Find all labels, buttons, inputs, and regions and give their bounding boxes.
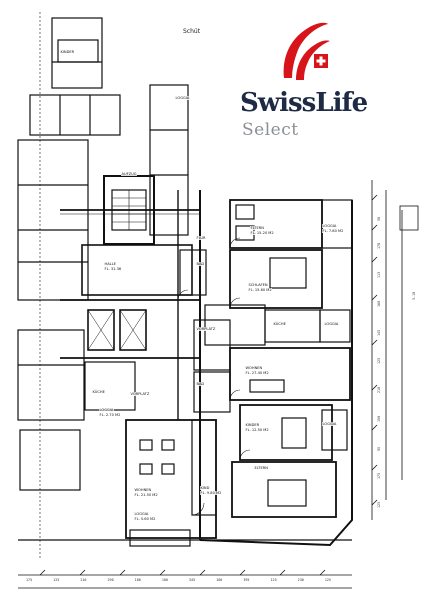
room-area-loggia-right: FL. 7.80 M2 [322,229,344,233]
room-area-kinder-right: FL. 12.50 M2 [245,428,270,432]
dimension-bottom-value: 125 [53,578,60,582]
room-label-aufzug: AUFZUG [121,172,138,176]
handwritten-note: Schüt [183,28,201,35]
room-area-eltern: FL. 15.20 M2 [250,231,275,235]
room-label-wohnen-right: WOHNEN [245,366,263,370]
dimension-right-value: 175 [377,473,381,480]
room-label-loggia-right: LOGGIA [322,224,337,228]
room-label-vorplatz: VORPLATZ [196,327,216,331]
room-label-kueche-left: KÜCHE [92,390,106,394]
room-label-kind: KIND [200,486,210,490]
dimension-right-value: 160 [377,300,381,307]
dimension-bottom-value: 160 [216,578,223,582]
dimension-bottom-value: 100 [161,578,168,582]
dimension-right-value: 113 [377,272,381,279]
dimension-right-value: 145 [377,329,381,336]
room-label-loggia-left: LOGGIA [99,408,114,412]
room-label-eltern: ELTERN [250,226,265,230]
dimension-bottom-value: 290 [107,578,114,582]
dimension-right-value: 178 [377,243,381,250]
dimension-bottom-value: 345 [189,578,196,582]
room-label-halle: HALLE [104,262,117,266]
room-area-wohnen-bottom: FL. 21.50 M2 [134,493,159,497]
room-label-loggia-bottom: LOGGIA [134,512,149,516]
swisslife-logo-icon [283,22,330,80]
room-label-vorplatz-left: VORPLATZ [130,392,150,396]
dimension-right-value: 210 [377,386,381,394]
room-area-halle: FL. 31.36 [104,267,122,271]
room-label-loggia-lower: LOGGIA [322,422,337,426]
room-label-kinder-top: KINDER [60,50,75,54]
dimension-bottom-value: 395 [243,578,250,582]
dimension-bottom-value: 125 [324,578,331,582]
room-label-kinder-right: KINDER [245,423,260,427]
dimension-bottom-value: 125 [270,578,277,582]
room-area-wohnen-right: FL. 27.40 M2 [245,371,270,375]
room-label-bad: BAD [196,262,205,266]
room-label-schlafen: SCHLAFEN [248,283,269,287]
room-area-loggia-bottom: FL. 5.60 M2 [134,517,156,521]
dimension-bottom-value: 175 [26,578,33,582]
dimension-right-value: 190 [377,415,381,422]
room-label-loggia-mid: LOGGIA [324,322,339,326]
room-label-bad-2: BAD [196,382,205,386]
room-label-eltern-lower: ELTERN [254,466,269,470]
brand-tagline: Select [242,120,299,140]
room-label-wohnen-bottom: WOHNEN [134,488,152,492]
brand-logo: SwissLife Select [240,16,368,156]
dimension-bottom-value: 230 [297,578,304,582]
dimension-total-right: 3.10 [412,291,416,300]
dimension-bottom-value: 180 [134,578,141,582]
dimension-right-value: 95 [377,446,381,451]
room-label-loggia-top: LOGGIA [175,96,190,100]
room-area-loggia-left: FL. 2.70 M2 [99,413,121,417]
brand-name: SwissLife [240,88,368,118]
dimension-right-value: 125 [377,501,381,508]
room-area-kind: FL. 9.80 M2 [200,491,222,495]
dimension-right-value: 125 [377,358,381,365]
dimension-right-value: 50 [377,216,381,221]
room-label-kueche-right: KÜCHE [273,322,287,326]
dimension-bottom-value: 210 [80,578,87,582]
room-area-schlafen: FL. 15.60 M2 [248,288,273,292]
room-label-flur: FLUR [196,236,207,240]
